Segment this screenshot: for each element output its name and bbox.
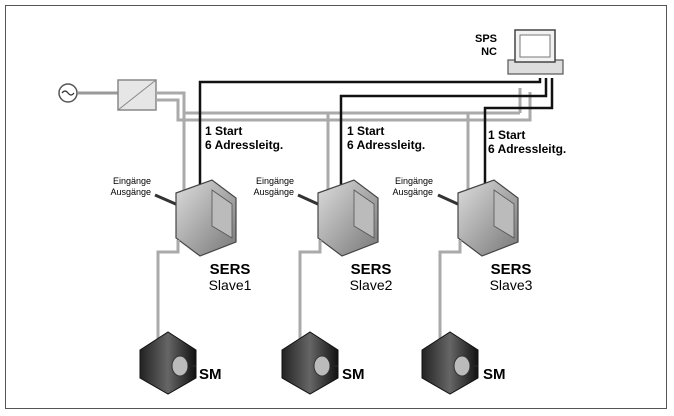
signal-label-3: 1 Start 6 Adressleitg. (488, 128, 566, 156)
signal-label-3-address: 6 Adressleitg. (488, 142, 567, 156)
signal-lines (198, 78, 554, 190)
io-label-2-inputs: Eingänge (255, 176, 294, 186)
motor-2 (281, 331, 339, 395)
motor-label-1: SM (199, 366, 222, 383)
signal-label-2-address: 6 Adressleitg. (347, 138, 426, 152)
io-label-2-outputs: Ausgänge (253, 187, 294, 197)
signal-label-1: 1 Start 6 Adressleitg. (205, 124, 283, 152)
drive-name-1: SERS (209, 261, 251, 278)
ac-source-icon (58, 83, 118, 103)
motor-1 (139, 331, 197, 395)
signal-label-1-address: 6 Adressleitg. (205, 138, 284, 152)
drive-role-1: Slave1 (208, 277, 252, 293)
controller-label: SPS NC (457, 33, 497, 59)
io-label-2: Eingänge Ausgänge (214, 176, 294, 198)
signal-label-2-start: 1 Start (347, 124, 385, 138)
motor-label-2: SM (342, 366, 365, 383)
io-label-3-outputs: Ausgänge (392, 187, 433, 197)
io-label-1-outputs: Ausgänge (110, 187, 151, 197)
io-label-1: Eingänge Ausgänge (71, 176, 151, 198)
signal-label-1-start: 1 Start (205, 124, 243, 138)
ac-dc-converter (117, 79, 157, 111)
io-label-3-inputs: Eingänge (394, 176, 433, 186)
motor-3 (421, 331, 479, 395)
controller-label-line2: NC (481, 46, 497, 58)
servo-drive-1 (154, 179, 237, 340)
drive-name-2: SERS (350, 261, 392, 278)
controller-computer-icon (507, 29, 564, 75)
servo-drive-2 (297, 179, 379, 340)
signal-label-2: 1 Start 6 Adressleitg. (347, 124, 425, 152)
drive-role-3: Slave3 (489, 277, 533, 293)
drive-name-3: SERS (490, 261, 532, 278)
controller-label-line1: SPS (474, 33, 497, 45)
signal-label-3-start: 1 Start (488, 128, 526, 142)
io-label-1-inputs: Eingänge (112, 176, 151, 186)
drive-role-2: Slave2 (349, 277, 393, 293)
servo-drive-3 (437, 179, 519, 340)
motor-label-3: SM (483, 366, 506, 383)
io-label-3: Eingänge Ausgänge (353, 176, 433, 198)
